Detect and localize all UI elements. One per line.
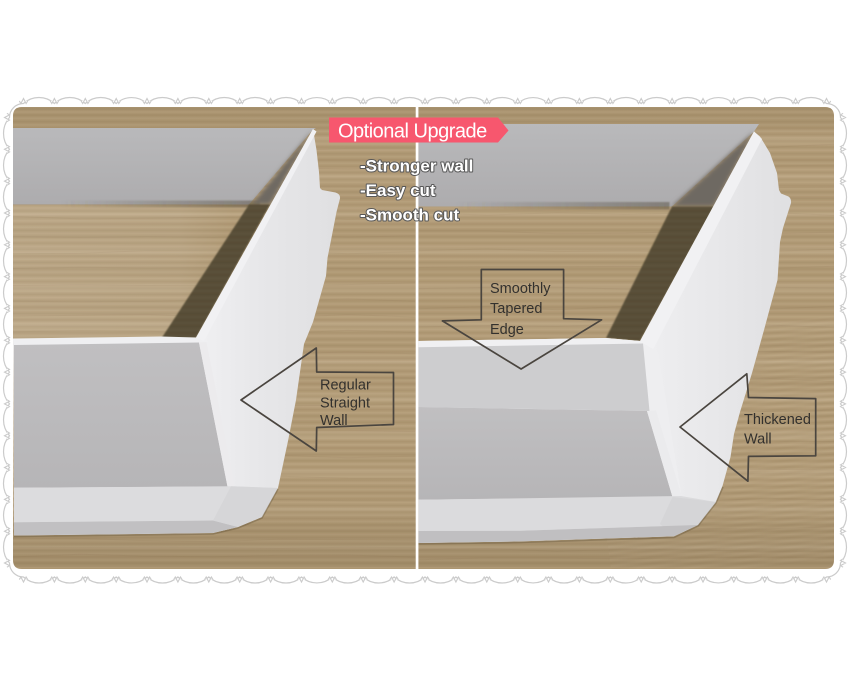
svg-text:Optional Upgrade: Optional Upgrade (338, 121, 487, 143)
svg-text:-Smooth cut: -Smooth cut (360, 206, 459, 225)
svg-text:Tapered: Tapered (490, 301, 542, 317)
svg-text:-Easy cut: -Easy cut (360, 181, 436, 200)
svg-text:-Stronger wall: -Stronger wall (360, 157, 473, 176)
svg-text:Thickened: Thickened (744, 412, 811, 428)
svg-text:Edge: Edge (490, 322, 524, 338)
svg-text:Regular: Regular (320, 378, 371, 394)
svg-text:Straight: Straight (320, 396, 370, 412)
svg-text:Smoothly: Smoothly (490, 281, 551, 297)
svg-text:Wall: Wall (320, 413, 348, 429)
svg-text:Wall: Wall (744, 432, 772, 448)
